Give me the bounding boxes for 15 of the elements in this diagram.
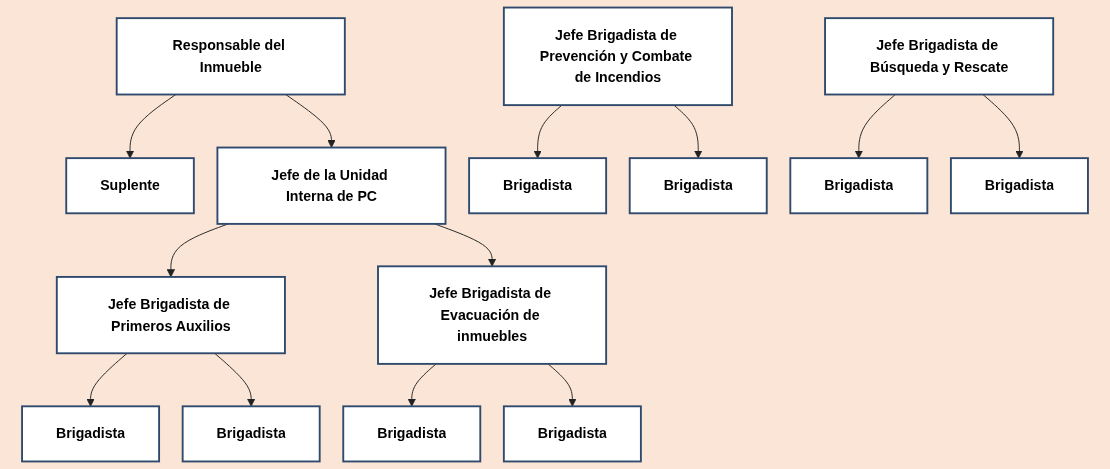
node-box: Jefe Brigadista de Búsqueda y Rescate: [824, 17, 1055, 96]
node-box: Jefe de la Unidad Interna de PC: [216, 146, 447, 225]
node-box: Brigadista: [181, 405, 321, 463]
node-box: Jefe Brigadista de Evacuación de inmuebles: [377, 265, 608, 365]
node-box: Brigadista: [502, 405, 642, 463]
node-box: Jefe Brigadista de Primeros Auxilios: [55, 275, 286, 355]
node-box: Brigadista: [628, 157, 768, 215]
node-box: Responsable del Inmueble: [115, 17, 346, 96]
node-box: Brigadista: [949, 157, 1089, 215]
node-box: Jefe Brigadista de Prevención y Combate de Incendios: [502, 6, 733, 107]
node-box: Brigadista: [789, 157, 929, 215]
node-box: Suplente: [65, 157, 195, 215]
node-box: Brigadista: [342, 405, 482, 463]
node-box: Brigadista: [21, 405, 161, 463]
node-box: Brigadista: [468, 157, 608, 215]
